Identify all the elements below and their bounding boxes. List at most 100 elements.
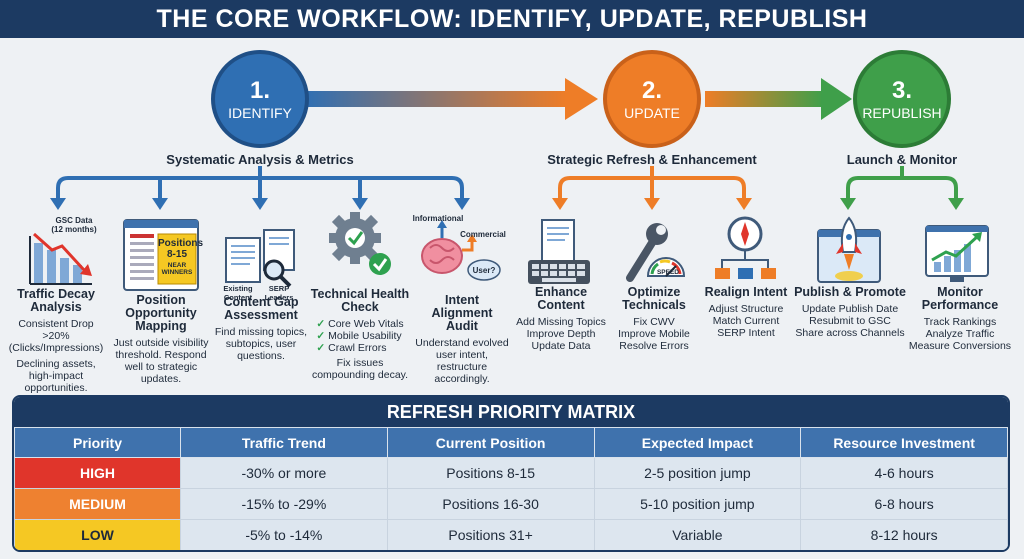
card-title: Optimize Technicals [622,285,686,312]
card-line: Update Publish Date [801,303,899,315]
card-title: Intent Alignment Audit [431,293,493,333]
existing-content-label: Existing Content [223,284,253,302]
card-line: Declining assets, high-impact opportunit… [16,358,96,394]
header-expected-impact: Expected Impact [593,427,802,458]
table-header-row: Priority Traffic Trend Current Position … [14,427,1008,458]
card-title: Enhance Content [534,285,588,312]
check-item: Core Web Vitals [316,318,403,330]
serp-page-icon [123,219,199,291]
card-title: Content Gap Assessment [223,295,299,322]
card-line: Resubmit to GSC [809,315,891,327]
workflow-diagram [29,50,989,291]
card-optimize-technicals: Optimize Technicals Fix CWV Improve Mobi… [602,285,706,353]
table-cell: 6-8 hours [800,488,1008,520]
table-cell: 4-6 hours [800,457,1008,489]
priority-low: LOW [14,519,181,550]
table-cell: -15% to -29% [180,488,388,520]
table-cell: 8-12 hours [800,519,1008,550]
card-traffic-decay: Traffic Decay Analysis Consistent Drop >… [8,288,104,398]
republish-subtitle: Launch & Monitor [846,152,958,167]
card-realign-intent: Realign Intent Adjust Structure Match Cu… [694,285,798,340]
republish-number: 3. [891,77,912,104]
table-row: HIGH -30% or more Positions 8-15 2-5 pos… [14,457,1008,489]
update-branch-arrowheads [552,198,752,210]
rocket-icon [817,216,881,283]
card-line: Update Data [531,340,591,352]
speed-label: SPEED [656,269,680,276]
card-line: Add Missing Topics [516,316,606,328]
table-cell: -5% to -14% [180,519,388,550]
republish-word: REPUBLISH [862,105,942,121]
card-technical-health: Technical Health Check Core Web Vitals M… [308,288,412,385]
matrix-title: REFRESH PRIORITY MATRIX [14,397,1008,427]
card-line: Find missing topics, subtopics, user que… [214,326,308,362]
card-line: Fix CWV [633,316,675,328]
wrench-gauge-icon [626,223,686,282]
table-cell: -30% or more [180,457,388,489]
check-item: Crawl Errors [316,342,403,354]
card-publish-promote: Publish & Promote Update Publish Date Re… [794,285,906,340]
card-line: Understand evolved user intent, restruct… [415,337,509,385]
card-line: Analyze Traffic [925,328,995,340]
card-enhance-content: Enhance Content Add Missing Topics Impro… [510,285,612,353]
card-line: Just outside visibility threshold. Respo… [113,337,209,385]
identify-number: 1. [249,77,270,104]
update-circle [603,50,701,148]
card-content-gap: Content Gap Assessment Find missing topi… [212,296,310,366]
table-row: LOW -5% to -14% Positions 31+ Variable 8… [14,519,1008,550]
table-cell: Variable [593,519,802,550]
priority-medium: MEDIUM [14,488,181,520]
card-title: Technical Health Check [310,287,410,314]
table-cell: 5-10 position jump [593,488,802,520]
identify-subtitle: Systematic Analysis & Metrics [166,152,354,167]
card-line: Track Rankings [923,316,997,328]
card-title: Position Opportunity Mapping [125,293,197,333]
update-label: 2. UPDATE [605,78,699,122]
update-number: 2. [641,77,662,104]
identify-word: IDENTIFY [228,105,292,121]
positions-label: Positions 8-15 NEAR WINNERS [158,238,203,276]
gear-check-icon [329,212,391,275]
update-branches [558,166,746,201]
card-line: SERP Intent [717,327,775,339]
identify-branches [56,166,464,201]
header-traffic-trend: Traffic Trend [180,427,388,458]
declining-chart-icon [29,232,92,285]
header-current-position: Current Position [386,427,595,458]
serp-leaders-label: SERP Leaders [264,284,294,302]
document-keyboard-icon [528,219,590,284]
user-question-label: User? [472,266,496,275]
priority-table: Priority Traffic Trend Current Position … [14,427,1008,550]
card-title: Publish & Promote [794,285,906,299]
table-cell: 2-5 position jump [593,457,802,489]
card-line: Measure Conversions [908,340,1012,352]
card-line: Improve Mobile [618,328,690,340]
card-line: Adjust Structure [708,303,784,315]
card-line: Share across Channels [795,327,905,339]
table-row: MEDIUM -15% to -29% Positions 16-30 5-10… [14,488,1008,520]
card-title: Monitor Performance [921,285,999,312]
health-checklist: Core Web Vitals Mobile Usability Crawl E… [316,318,403,354]
priority-matrix: REFRESH PRIORITY MATRIX Priority Traffic… [12,395,1010,552]
card-title: Traffic Decay Analysis [17,287,95,314]
header-priority: Priority [14,427,181,458]
header-resource-investment: Resource Investment [800,427,1008,458]
document-compare-icon [225,229,295,288]
card-title: Realign Intent [704,285,788,299]
card-line: Match Current [712,315,780,327]
table-cell: Positions 31+ [386,519,595,550]
brain-icon [421,220,501,281]
identify-circle [211,50,309,148]
card-position-opportunity: Position Opportunity Mapping Just outsid… [112,294,210,389]
informational-label: Informational [412,214,464,223]
commercial-label: Commercial [460,230,506,239]
republish-branches [846,166,958,201]
republish-label: 3. REPUBLISH [855,78,949,122]
gsc-data-label: GSC Data (12 months) [51,216,97,234]
priority-high: HIGH [14,457,181,489]
card-line: Improve Depth [526,328,596,340]
table-cell: Positions 16-30 [386,488,595,520]
identify-branch-arrowheads [50,198,470,210]
card-line: Resolve Errors [619,340,689,352]
near-winners-value: NEAR WINNERS [161,262,193,276]
